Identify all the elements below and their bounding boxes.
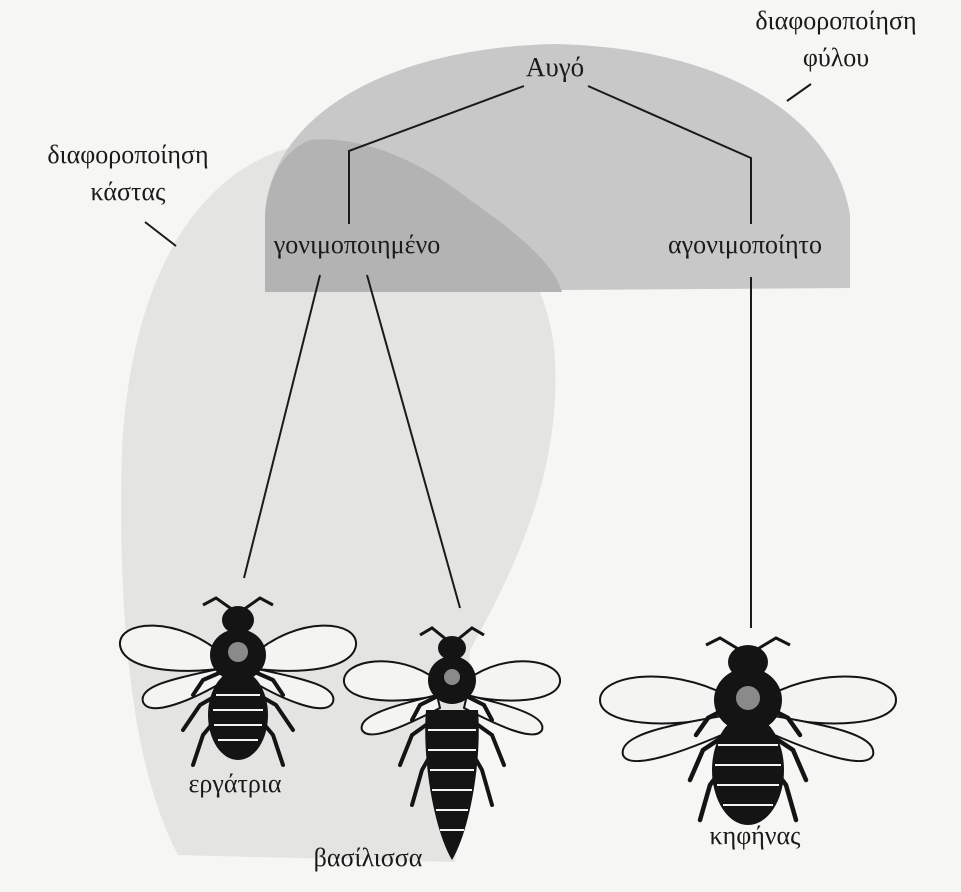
drone-bee-illustration — [600, 638, 896, 825]
egg-label: Αυγό — [526, 52, 584, 82]
queen-label: βασίλισσα — [314, 843, 423, 872]
sex-differentiation-label-line2: φύλου — [803, 43, 869, 72]
caste-differentiation-label-line1: διαφοροποίηση — [47, 140, 208, 169]
caste-differentiation-label-line2: κάστας — [91, 177, 167, 206]
worker-label: εργάτρια — [188, 769, 281, 798]
fertilized-label: γονιμοποιημένο — [273, 230, 441, 259]
sex-differentiation-label-line1: διαφοροποίηση — [755, 6, 916, 35]
sex-label-pointer — [787, 84, 811, 101]
drone-label: κηφήνας — [710, 821, 802, 850]
caste-label-pointer — [145, 222, 176, 246]
unfertilized-label: αγονιμοποίητο — [668, 230, 822, 259]
